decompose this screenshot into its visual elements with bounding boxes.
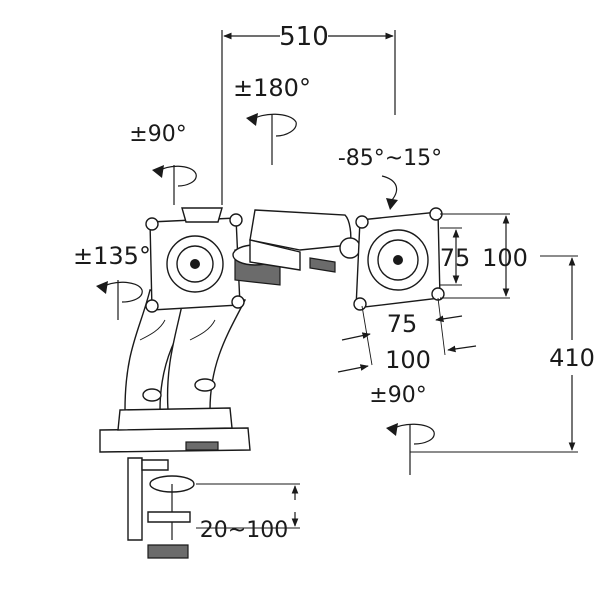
- label-rotation-90-left: ±90°: [129, 122, 186, 147]
- label-vesa-75-horizontal: 75: [387, 310, 418, 338]
- label-tilt-range: -85°~15°: [338, 146, 442, 171]
- label-rotation-180: ±180°: [233, 74, 311, 102]
- rotation-90-base-icon: [386, 423, 435, 475]
- tilt-arrow-icon: [381, 175, 398, 210]
- rotation-90-icon: [152, 165, 197, 205]
- label-510: 510: [279, 22, 329, 52]
- vesa-vertical-dimensions: [440, 213, 510, 299]
- right-vesa-plate: [353, 207, 445, 311]
- dimension-510: [221, 30, 396, 205]
- label-vesa-100-vertical: 100: [482, 244, 528, 272]
- upper-gas-arm: [249, 209, 361, 273]
- dimension-410: [410, 255, 578, 453]
- dimension-clamp-range: [196, 483, 300, 529]
- label-rotation-135: ±135°: [73, 242, 151, 270]
- label-clamp-range: 20~100: [200, 518, 288, 543]
- rotation-180-icon: [246, 113, 297, 165]
- rotation-135-icon: [96, 280, 143, 320]
- desk-base: [99, 407, 251, 453]
- label-rotation-90-base: ±90°: [369, 383, 426, 408]
- label-vesa-100-horizontal: 100: [385, 346, 431, 374]
- label-410: 410: [549, 344, 595, 372]
- desk-clamp: [127, 457, 195, 559]
- vesa-horizontal-dimensions: [337, 297, 477, 373]
- left-vesa-plate: [145, 213, 245, 313]
- label-vesa-75-vertical: 75: [440, 244, 471, 272]
